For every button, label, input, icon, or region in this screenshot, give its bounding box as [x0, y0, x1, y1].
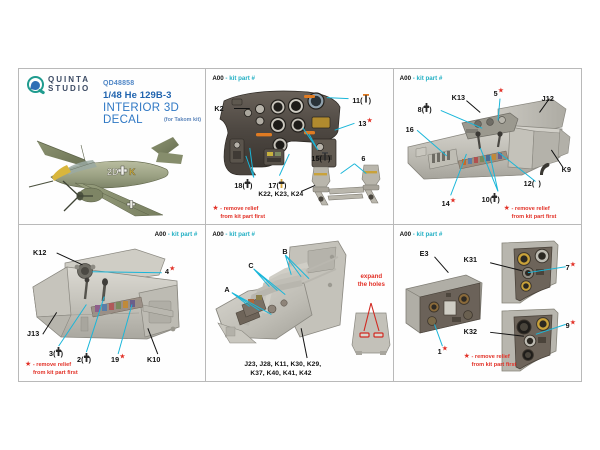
callout-17: 17() [268, 179, 287, 190]
red-star-icon: ★ [212, 205, 219, 212]
callout-9: 9★ [565, 319, 577, 330]
instruction-sheet: QUINTA STUDIO QD48858 1/48 He 129B-3 INT… [18, 68, 582, 382]
callout-19: 19★ [111, 353, 126, 364]
decal-t-icon [362, 94, 369, 103]
fuselage-left-photo [32, 248, 180, 340]
kit-part-header: A00 - kit part # [212, 231, 255, 238]
callout-13: 13★ [358, 117, 373, 128]
kit-subtitle: (for Takom kit) [164, 117, 202, 123]
callout-15: 15() [311, 152, 331, 163]
label-J12: J12 [541, 94, 554, 103]
callout-8: 8() [417, 103, 432, 114]
quinta-q-logo-icon [27, 76, 44, 93]
label-B: B [282, 247, 288, 256]
callout-2: 2() [77, 353, 92, 364]
kit-part-header: A00 - kit part # [399, 75, 443, 82]
callout-5: 5★ [493, 87, 505, 98]
callout-12: 12( ) [523, 179, 542, 188]
callout-6: 6 [361, 154, 366, 163]
decal-pin-icon [83, 353, 89, 362]
label-E3: E3 [419, 249, 429, 258]
kit-part-header: A00 - kit part # [154, 231, 198, 238]
part-list-line2: K37, K40, K41, K42 [250, 370, 312, 377]
decal-t-icon [322, 152, 329, 161]
relief-note: ★ - remove relief from kit part first [25, 361, 78, 376]
product-code: QD48858 [103, 80, 135, 87]
callout-14: 14★ [441, 197, 457, 208]
label-16: 16 [405, 125, 414, 134]
label-K9: K9 [561, 165, 572, 174]
relief-note: ★ - remove relief from kit part first [463, 353, 517, 368]
red-star-icon: ★ [441, 345, 449, 353]
E3-box-photo [405, 274, 483, 334]
red-star-icon: ★ [169, 265, 176, 273]
label-K31: K31 [463, 255, 478, 264]
relief-note: ★ - remove relief from kit part first [212, 205, 266, 220]
red-star-icon: ★ [119, 353, 126, 361]
label-A: A [224, 285, 230, 294]
svg-text:2D: 2D [107, 167, 119, 177]
red-star-icon: ★ [463, 353, 470, 360]
label-K13: K13 [451, 93, 466, 102]
panel-instrument-boxes: A00 - kit part # [393, 225, 581, 381]
callout-4: 4★ [165, 265, 176, 276]
rudder-pedal-photo [312, 164, 381, 206]
brand-name-line1: QUINTA [48, 75, 91, 85]
callout-1: 1★ [437, 345, 449, 356]
aircraft-illustration: 2D K [28, 137, 183, 217]
kit-part-header: A00 - kit part # [399, 231, 443, 238]
part-12-shape [539, 163, 550, 175]
panel-fuselage-left: A00 - kit part # [19, 225, 207, 381]
relief-note: ★ - remove relief from kit part first [503, 205, 557, 220]
label-J13: J13 [27, 329, 40, 338]
part-list-K22-K23-K24: K22, K23, K24 [258, 191, 304, 198]
callout-3: 3() [49, 347, 64, 358]
expand-holes-note: expand the holes [357, 273, 385, 288]
page-title: INTERIOR 3D DECAL [103, 102, 180, 126]
panel-header-boxart: QUINTA STUDIO QD48858 1/48 He 129B-3 INT… [19, 69, 207, 225]
red-star-icon: ★ [366, 117, 373, 125]
label-K2: K2 [214, 104, 224, 113]
label-K12: K12 [33, 248, 47, 257]
panel-fuselage-right: A00 - kit part # [393, 69, 581, 225]
red-star-icon: ★ [449, 197, 457, 205]
decal-pin-icon [424, 103, 430, 112]
label-K10: K10 [147, 355, 161, 364]
callout-11: 11() [352, 94, 372, 105]
red-star-icon: ★ [25, 361, 32, 368]
panel-ammo-bay: A00 - kit part # [206, 225, 394, 381]
decal-pin-icon [55, 347, 61, 356]
decal-pin-icon [245, 179, 251, 188]
callout-18: 18() [234, 179, 253, 190]
label-K32: K32 [463, 327, 478, 336]
decal-pin-icon [492, 193, 498, 202]
brand-name-line2: STUDIO [48, 83, 91, 93]
callout-7: 7★ [565, 261, 577, 272]
part-list-line1: J23, J28, K11, K30, K29, [244, 361, 322, 368]
K31-box-photo [501, 240, 559, 304]
kit-part-header: A00 - kit part # [212, 75, 255, 82]
decal-pin-icon [279, 179, 285, 188]
expand-holes-detail [351, 302, 391, 355]
label-C: C [248, 261, 254, 270]
red-star-icon: ★ [503, 205, 510, 212]
red-star-icon: ★ [569, 319, 577, 327]
panel-instrument-panel: A00 - kit part # [206, 69, 394, 225]
svg-text:K: K [129, 167, 136, 177]
red-star-icon: ★ [497, 87, 505, 95]
ammo-bay-photo [215, 240, 347, 344]
red-star-icon: ★ [569, 261, 577, 269]
callout-10: 10() [481, 193, 500, 204]
brand-logo: QUINTA STUDIO [27, 76, 90, 93]
scale-and-kit: 1/48 He 129B-3 [103, 90, 172, 101]
